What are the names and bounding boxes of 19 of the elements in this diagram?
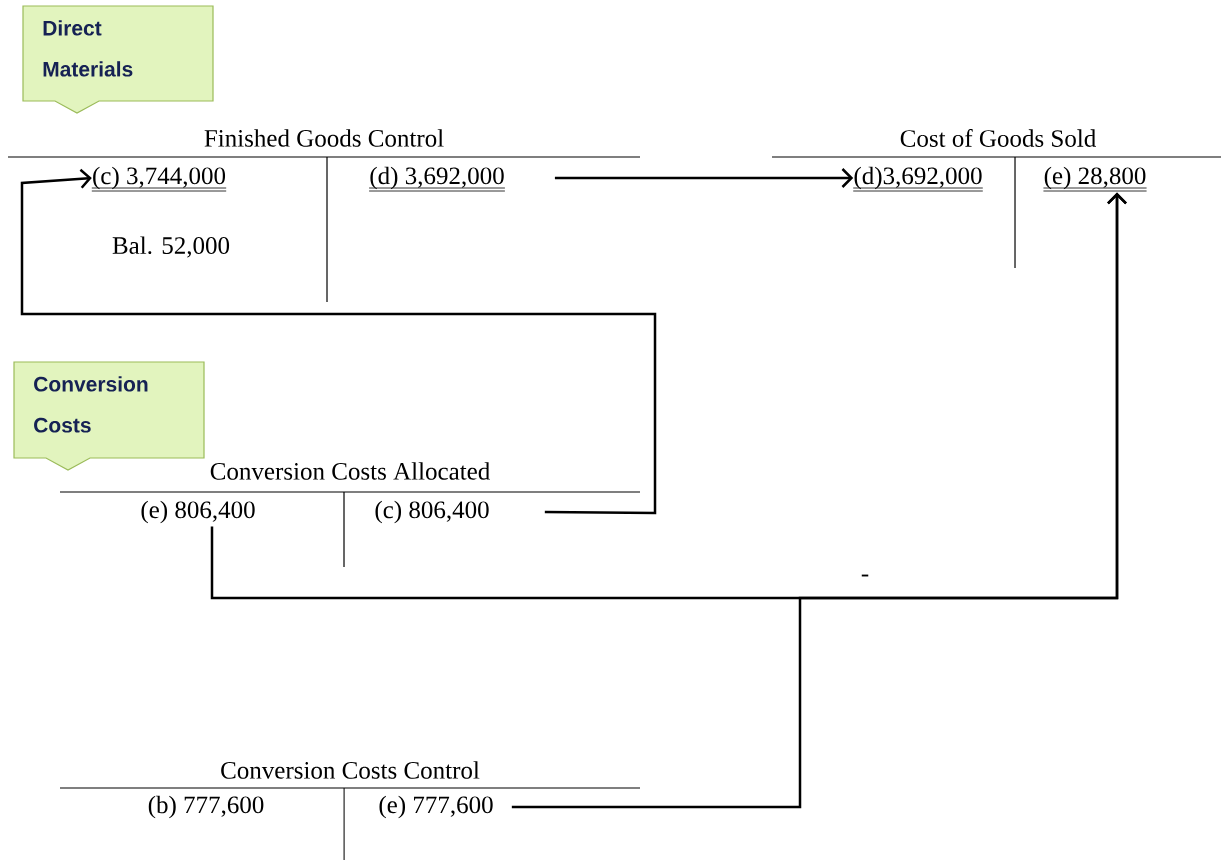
ledger-entry: (e) 806,400	[141, 500, 255, 524]
account-title: Conversion Costs Allocated	[210, 462, 490, 480]
ledger-entry: (d) 3,692,000	[368, 166, 506, 192]
callout-box: Direct Materials	[22, 5, 214, 114]
callout-box: Conversion Costs	[13, 361, 205, 471]
edge-label: -	[859, 573, 871, 583]
ledger-entry: (e) 28,800	[1043, 166, 1147, 192]
arrow	[20, 168, 657, 515]
arrow	[511, 192, 1127, 809]
ledger-entry: (c) 3,744,000	[91, 166, 227, 192]
account-title: Finished Goods Control	[204, 129, 444, 147]
balance-text: Bal. 52,000	[112, 236, 230, 258]
ledger-entry: (c) 806,400	[375, 500, 489, 524]
ledger-entry: (e) 777,600	[379, 795, 493, 819]
account-title: Conversion Costs Control	[221, 761, 480, 779]
arrow	[554, 168, 854, 188]
ledger-entry: (b) 777,600	[148, 795, 264, 819]
account-title: Cost of Goods Sold	[900, 129, 1096, 147]
ledger-entry: (d)3,692,000	[852, 166, 984, 192]
